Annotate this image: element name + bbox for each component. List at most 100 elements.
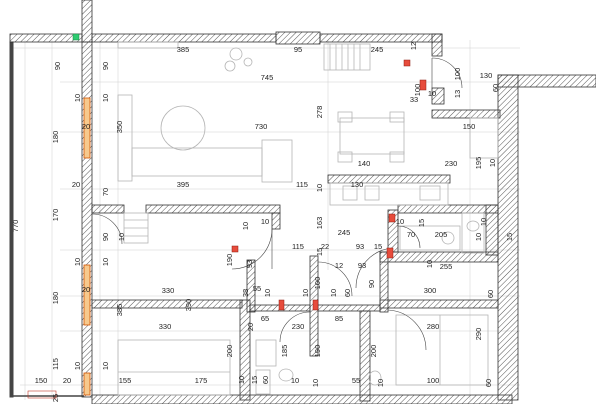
dimension-label: 38 [241,289,250,297]
dimension-label: 60 [484,379,493,387]
dimension-label: 20 [82,122,90,131]
dimension-label: 25 [51,394,60,402]
dimension-label: 100 [413,84,422,97]
dimension-label: 15 [374,242,382,251]
dimension-label: 20 [246,323,255,331]
dimension-label: 230 [292,322,305,331]
dimension-label: 85 [335,314,343,323]
walls [9,0,596,404]
dimension-label: 385 [115,304,124,317]
dimension-label: 70 [101,188,110,196]
dimension-label: 185 [280,345,289,358]
dimension-label: 12 [409,42,418,50]
dimension-label: 20 [63,376,71,385]
dimension-label: 20 [72,180,80,189]
dimension-label: 10 [428,89,436,98]
dimension-label: 350 [115,121,124,134]
dimension-label: 10 [101,258,110,266]
windows [83,97,91,396]
furniture [117,41,499,396]
dimension-label: 100 [427,376,440,385]
dimension-label: 130 [480,71,493,80]
dimension-label: 205 [435,230,448,239]
dimension-label: 390 [184,299,193,312]
dimension-label: 93 [358,261,366,270]
dimension-label: 115 [296,180,308,189]
dimension-label: 60 [486,290,495,298]
dimension-label: 150 [35,376,48,385]
dimension-label: 290 [474,328,483,341]
dimension-label: 55 [253,284,261,293]
dimension-label: 10 [329,289,338,297]
dimension-label: 10 [396,217,404,226]
dimension-label: 195 [474,157,483,170]
dimension-label: 22 [321,242,329,251]
dimension-label: 130 [351,180,364,189]
dimension-label: 10 [376,379,385,387]
dimension-label: 180 [51,292,60,305]
dimension-label: 770 [11,220,20,233]
dimension-label: 10 [263,289,272,297]
dimension-label: 10 [425,260,434,268]
dimension-label: 245 [371,45,384,54]
dimension-label: 70 [407,230,415,239]
dimension-label: 13 [453,90,462,98]
dimension-label: 100 [453,68,462,81]
dimension-label: 180 [51,131,60,144]
dimension-label: 300 [424,286,437,295]
dimension-label: 10 [479,218,488,226]
dimension-label: 330 [159,322,172,331]
dimension-label: 330 [162,286,175,295]
dimension-label: 60 [343,289,352,297]
dimension-label: 95 [294,45,302,54]
dimension-label: 15 [315,248,324,256]
dimension-label: 230 [445,159,458,168]
dimension-label: 90 [367,280,376,288]
dimension-label: 10 [315,184,324,192]
dimension-label: 10 [261,217,269,226]
dimension-label: 93 [356,242,364,251]
door-swings [91,57,463,351]
dimension-label: 730 [255,122,268,131]
dimension-label: 65 [261,314,269,323]
dimension-label: 200 [225,345,234,358]
dimension-label: 170 [51,209,60,222]
dimension-label: 255 [440,262,453,271]
dimension-label: 278 [315,106,324,119]
dimension-label: 60 [491,84,500,92]
dimension-label: 100 [313,277,322,290]
dimension-label: 140 [358,159,371,168]
dimension-label: 115 [51,358,60,370]
dimension-label: 60 [261,376,270,384]
dimension-label: 20 [82,285,90,294]
dimension-label: 115 [292,242,304,251]
door-tags [231,59,427,311]
dimension-label: 200 [369,345,378,358]
dimension-label: 12 [335,261,343,270]
dimension-label: 10 [101,94,110,102]
dimension-label: 395 [177,180,190,189]
dimension-label: 90 [53,62,62,70]
dimension-label: 10 [241,222,250,230]
dimension-label: 745 [261,73,274,82]
dimension-label: 175 [195,376,208,385]
dimension-label: 33 [410,95,418,104]
dimension-label: 55 [352,376,360,385]
dimension-label: 15 [505,233,514,241]
dimension-label: 10 [73,362,82,370]
column-marker [72,33,80,41]
dimension-label: 10 [117,233,126,241]
dimension-label: 190 [313,345,322,358]
dimension-label: 10 [237,376,246,384]
dimension-label: 163 [315,217,324,230]
dimension-labels: 385 95 245 745 730 395 115 130 140 230 150 100 130 60… [11,42,514,402]
dimension-label: 10 [291,376,299,385]
dimension-label: 10 [311,379,320,387]
dimension-label: 280 [427,322,440,331]
dimension-label: 90 [101,62,110,70]
dimension-label: 15 [417,219,426,227]
dimension-label: 93 [245,260,254,268]
dimension-label: 10 [101,362,110,370]
dimension-label: 385 [177,45,190,54]
